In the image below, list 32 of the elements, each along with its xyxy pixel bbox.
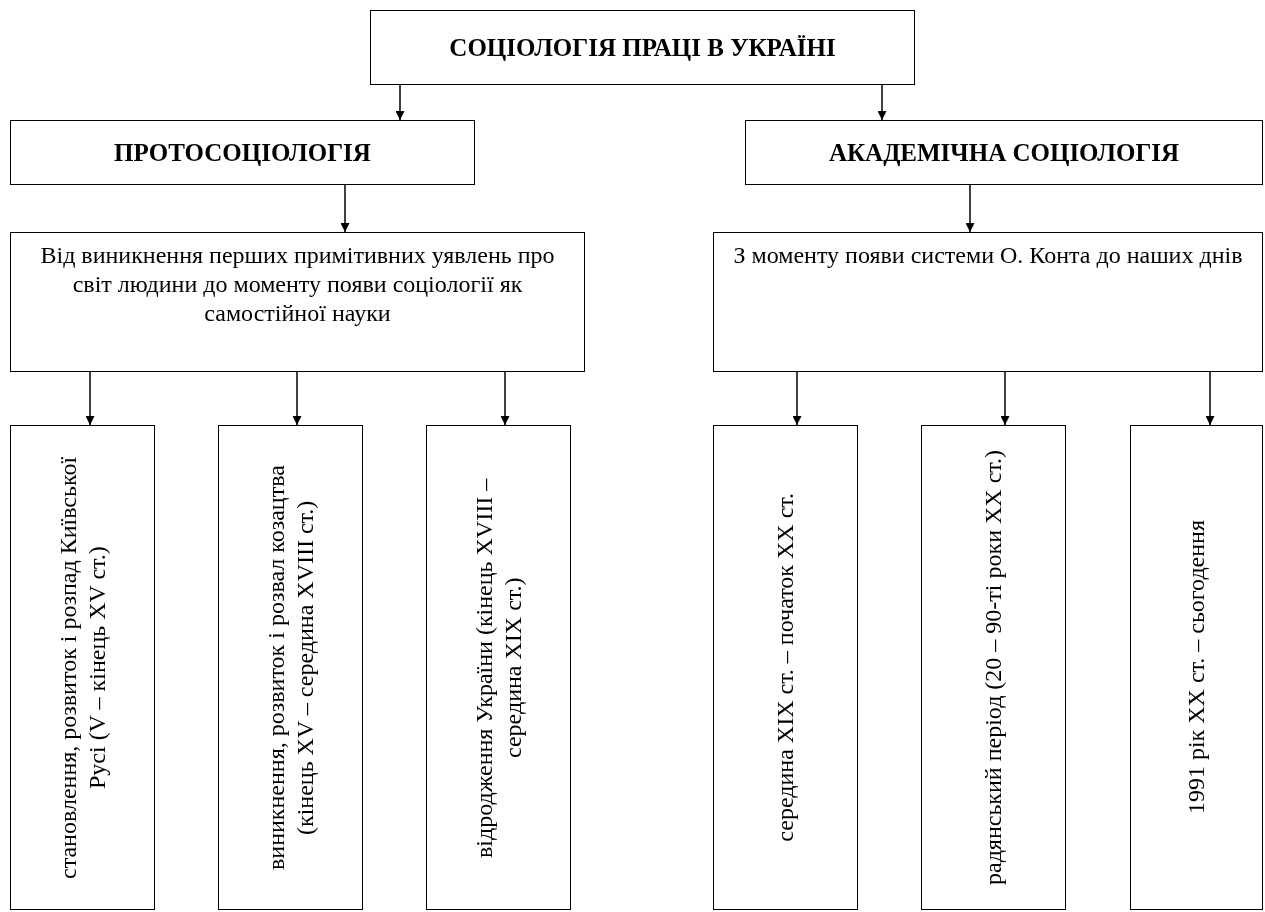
box-text: середина XIX ст. – початок XX ст. [771, 493, 800, 842]
period-box [426, 425, 571, 910]
period-box [218, 425, 363, 910]
arrow [85, 371, 95, 426]
period-box [713, 425, 858, 910]
box-text: СОЦІОЛОГІЯ ПРАЦІ В УКРАЇНІ [449, 32, 836, 63]
arrow [500, 371, 510, 426]
title-box [370, 10, 915, 85]
box-text: становлення, розвиток і розпад Київської Русі (V – кінець XV ст.) [53, 455, 111, 881]
box-text: радянський період (20 – 90-ті роки XX ст.) [979, 450, 1008, 885]
description-box [713, 232, 1263, 372]
category-box [745, 120, 1263, 185]
description-box [10, 232, 585, 372]
box-text: відродження України (кінець XVIII – середина XIX ст.) [469, 476, 527, 860]
box-text: АКАДЕМІЧНА СОЦІОЛОГІЯ [828, 137, 1180, 168]
box-text: Від виникнення перших примітивних уявлень про світ людини до моменту появи соціології як самостійної науки [39, 241, 556, 328]
category-box [10, 120, 475, 185]
arrow [1205, 371, 1215, 426]
arrow [792, 371, 802, 426]
box-text: ПРОТОСОЦІОЛОГІЯ [114, 137, 371, 168]
arrow [877, 84, 887, 121]
box-text: 1991 рік XX ст. – сьогодення [1182, 520, 1211, 815]
box-text: виникнення, розвиток і розвал козацтва (кінець XV – середина XVIII ст.) [261, 464, 319, 872]
period-box [921, 425, 1066, 910]
arrow [965, 184, 975, 233]
arrow [340, 184, 350, 233]
arrow [292, 371, 302, 426]
arrow [395, 84, 405, 121]
box-text: З моменту появи системи О. Конта до наших днів [733, 241, 1243, 270]
period-box [10, 425, 155, 910]
arrow [1000, 371, 1010, 426]
period-box [1130, 425, 1263, 910]
